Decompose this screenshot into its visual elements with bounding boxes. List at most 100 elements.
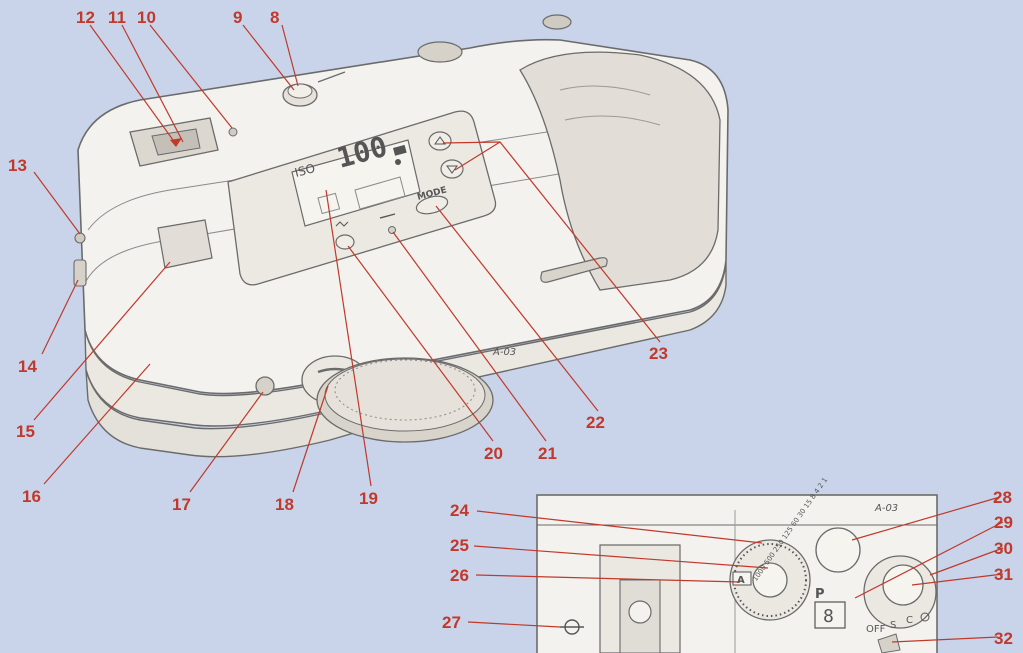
leader-32	[891, 636, 999, 643]
grip-slot	[540, 257, 608, 283]
leader-lines	[33, 24, 1004, 643]
hot-shoe-contact	[628, 600, 652, 624]
eyepiece-marker	[170, 138, 182, 147]
leader-25	[473, 545, 769, 569]
callout-24: 24	[450, 501, 469, 520]
switch-s-label: S	[890, 620, 896, 631]
up-arrow-icon	[434, 136, 446, 145]
strap-lug	[74, 232, 86, 244]
leader-31	[911, 573, 1004, 586]
callout-11: 11	[108, 8, 126, 27]
mode-button	[415, 195, 449, 215]
callout-29: 29	[994, 513, 1013, 532]
figure-ref-inset: A-03	[874, 503, 898, 514]
indicator-dot	[228, 127, 238, 137]
leader-23b	[454, 141, 501, 171]
leader-21	[392, 231, 547, 442]
leader-20	[347, 245, 494, 442]
down-button	[440, 159, 464, 179]
figure-ref-top: A-03	[492, 347, 516, 358]
top-view-inset: A-03 A 1000 500 250 125 60 30 15 8 4 2 1…	[536, 476, 938, 653]
callout-9: 9	[233, 8, 242, 27]
small-button	[388, 226, 396, 234]
key-icon	[379, 213, 396, 219]
callout-32: 32	[994, 629, 1013, 648]
contour-line	[87, 109, 691, 231]
self-timer-icon	[335, 221, 349, 227]
leader-12	[89, 24, 174, 141]
camera-body: ISO 100 MODE A-03	[73, 14, 729, 458]
lens-grip	[334, 359, 476, 421]
leader-16	[43, 363, 151, 485]
lcd-frame-counter	[354, 176, 406, 210]
callout-30: 30	[994, 539, 1013, 558]
lcd-iso-label: ISO	[293, 161, 317, 180]
lcd-indicator	[392, 144, 407, 156]
callout-21: 21	[538, 444, 557, 463]
leader-22	[435, 205, 599, 412]
leader-19	[325, 189, 372, 487]
leader-18	[292, 385, 329, 493]
down-arrow-icon	[446, 165, 458, 174]
leader-14	[41, 279, 79, 355]
main-switch-button	[882, 564, 924, 606]
leader-30	[929, 547, 1004, 576]
callout-26: 26	[450, 566, 469, 585]
leader-24	[476, 510, 763, 544]
side-latch	[73, 259, 87, 287]
leader-15	[33, 261, 171, 421]
callout-25: 25	[450, 536, 469, 555]
callout-28: 28	[993, 488, 1012, 507]
callout-16: 16	[22, 487, 41, 506]
leader-10	[149, 24, 233, 129]
leader-27	[467, 621, 561, 628]
callout-17: 17	[172, 495, 191, 514]
callout-27: 27	[442, 613, 461, 632]
rear-dial	[542, 14, 572, 30]
leader-8	[281, 24, 299, 87]
callout-31: 31	[994, 565, 1013, 584]
callout-18: 18	[275, 495, 294, 514]
leader-13	[33, 171, 81, 235]
release-button-top	[287, 83, 313, 99]
switch-lever	[877, 633, 901, 653]
switch-c-label: C	[906, 615, 913, 626]
dial-center-button	[752, 562, 788, 598]
grip-texture	[564, 115, 661, 126]
callout-13: 13	[8, 156, 27, 175]
shutter-release	[815, 527, 861, 573]
frame-counter-value: 8	[823, 606, 834, 627]
callout-10: 10	[137, 8, 156, 27]
command-dial	[417, 41, 463, 63]
leader-17	[189, 391, 264, 493]
self-timer-button	[335, 234, 355, 250]
callout-15: 15	[16, 422, 35, 441]
leader-9	[242, 24, 295, 91]
lcd-dot	[395, 159, 401, 165]
self-timer-mark	[920, 612, 930, 622]
light-window	[157, 219, 213, 269]
leader-26	[475, 574, 741, 583]
lcd-display	[291, 139, 421, 227]
callout-22: 22	[586, 413, 605, 432]
callout-12: 12	[76, 8, 95, 27]
callout-numbers: 8 9 10 11 12 13 14 15 16 17 18 19 20 21 …	[8, 8, 1013, 648]
callout-14: 14	[18, 357, 37, 376]
callout-23: 23	[649, 344, 668, 363]
grip-texture	[559, 85, 651, 96]
leader-11	[121, 24, 184, 143]
frame-counter-window	[814, 601, 846, 629]
leader-29	[854, 521, 1004, 599]
leader-28	[851, 496, 1001, 541]
program-label: P	[815, 587, 825, 602]
cable-socket	[317, 71, 346, 83]
camera-grip	[519, 51, 721, 291]
up-button	[428, 131, 452, 151]
callout-8: 8	[270, 8, 279, 27]
switch-off-label: OFF	[866, 624, 886, 635]
callout-20: 20	[484, 444, 503, 463]
tripod-socket	[255, 376, 275, 396]
auto-mark-label: A	[737, 575, 745, 586]
